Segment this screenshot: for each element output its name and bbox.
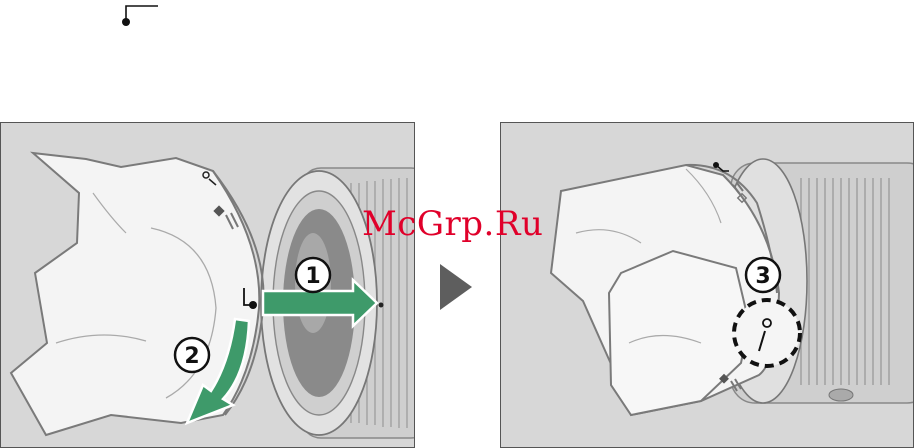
reversed-lens-hood <box>551 162 779 415</box>
svg-text:2: 2 <box>184 344 199 369</box>
step-3-badge: 3 <box>746 258 780 292</box>
index-mark-legend-icon <box>116 0 166 28</box>
svg-text:3: 3 <box>755 264 770 289</box>
svg-text:1: 1 <box>305 264 320 289</box>
step-1-badge: 1 <box>296 258 330 292</box>
watermark-text: McGrp.Ru <box>362 204 543 244</box>
alignment-highlight-circle <box>734 300 800 366</box>
step-2-badge: 2 <box>175 338 209 372</box>
step-panel-remove: 1 2 <box>0 122 415 448</box>
hood-reversed-illustration: 3 <box>501 123 914 448</box>
next-step-arrow-icon <box>438 262 474 312</box>
step-panel-reverse: 3 <box>500 122 914 448</box>
hood-removal-illustration: 1 2 <box>1 123 415 448</box>
